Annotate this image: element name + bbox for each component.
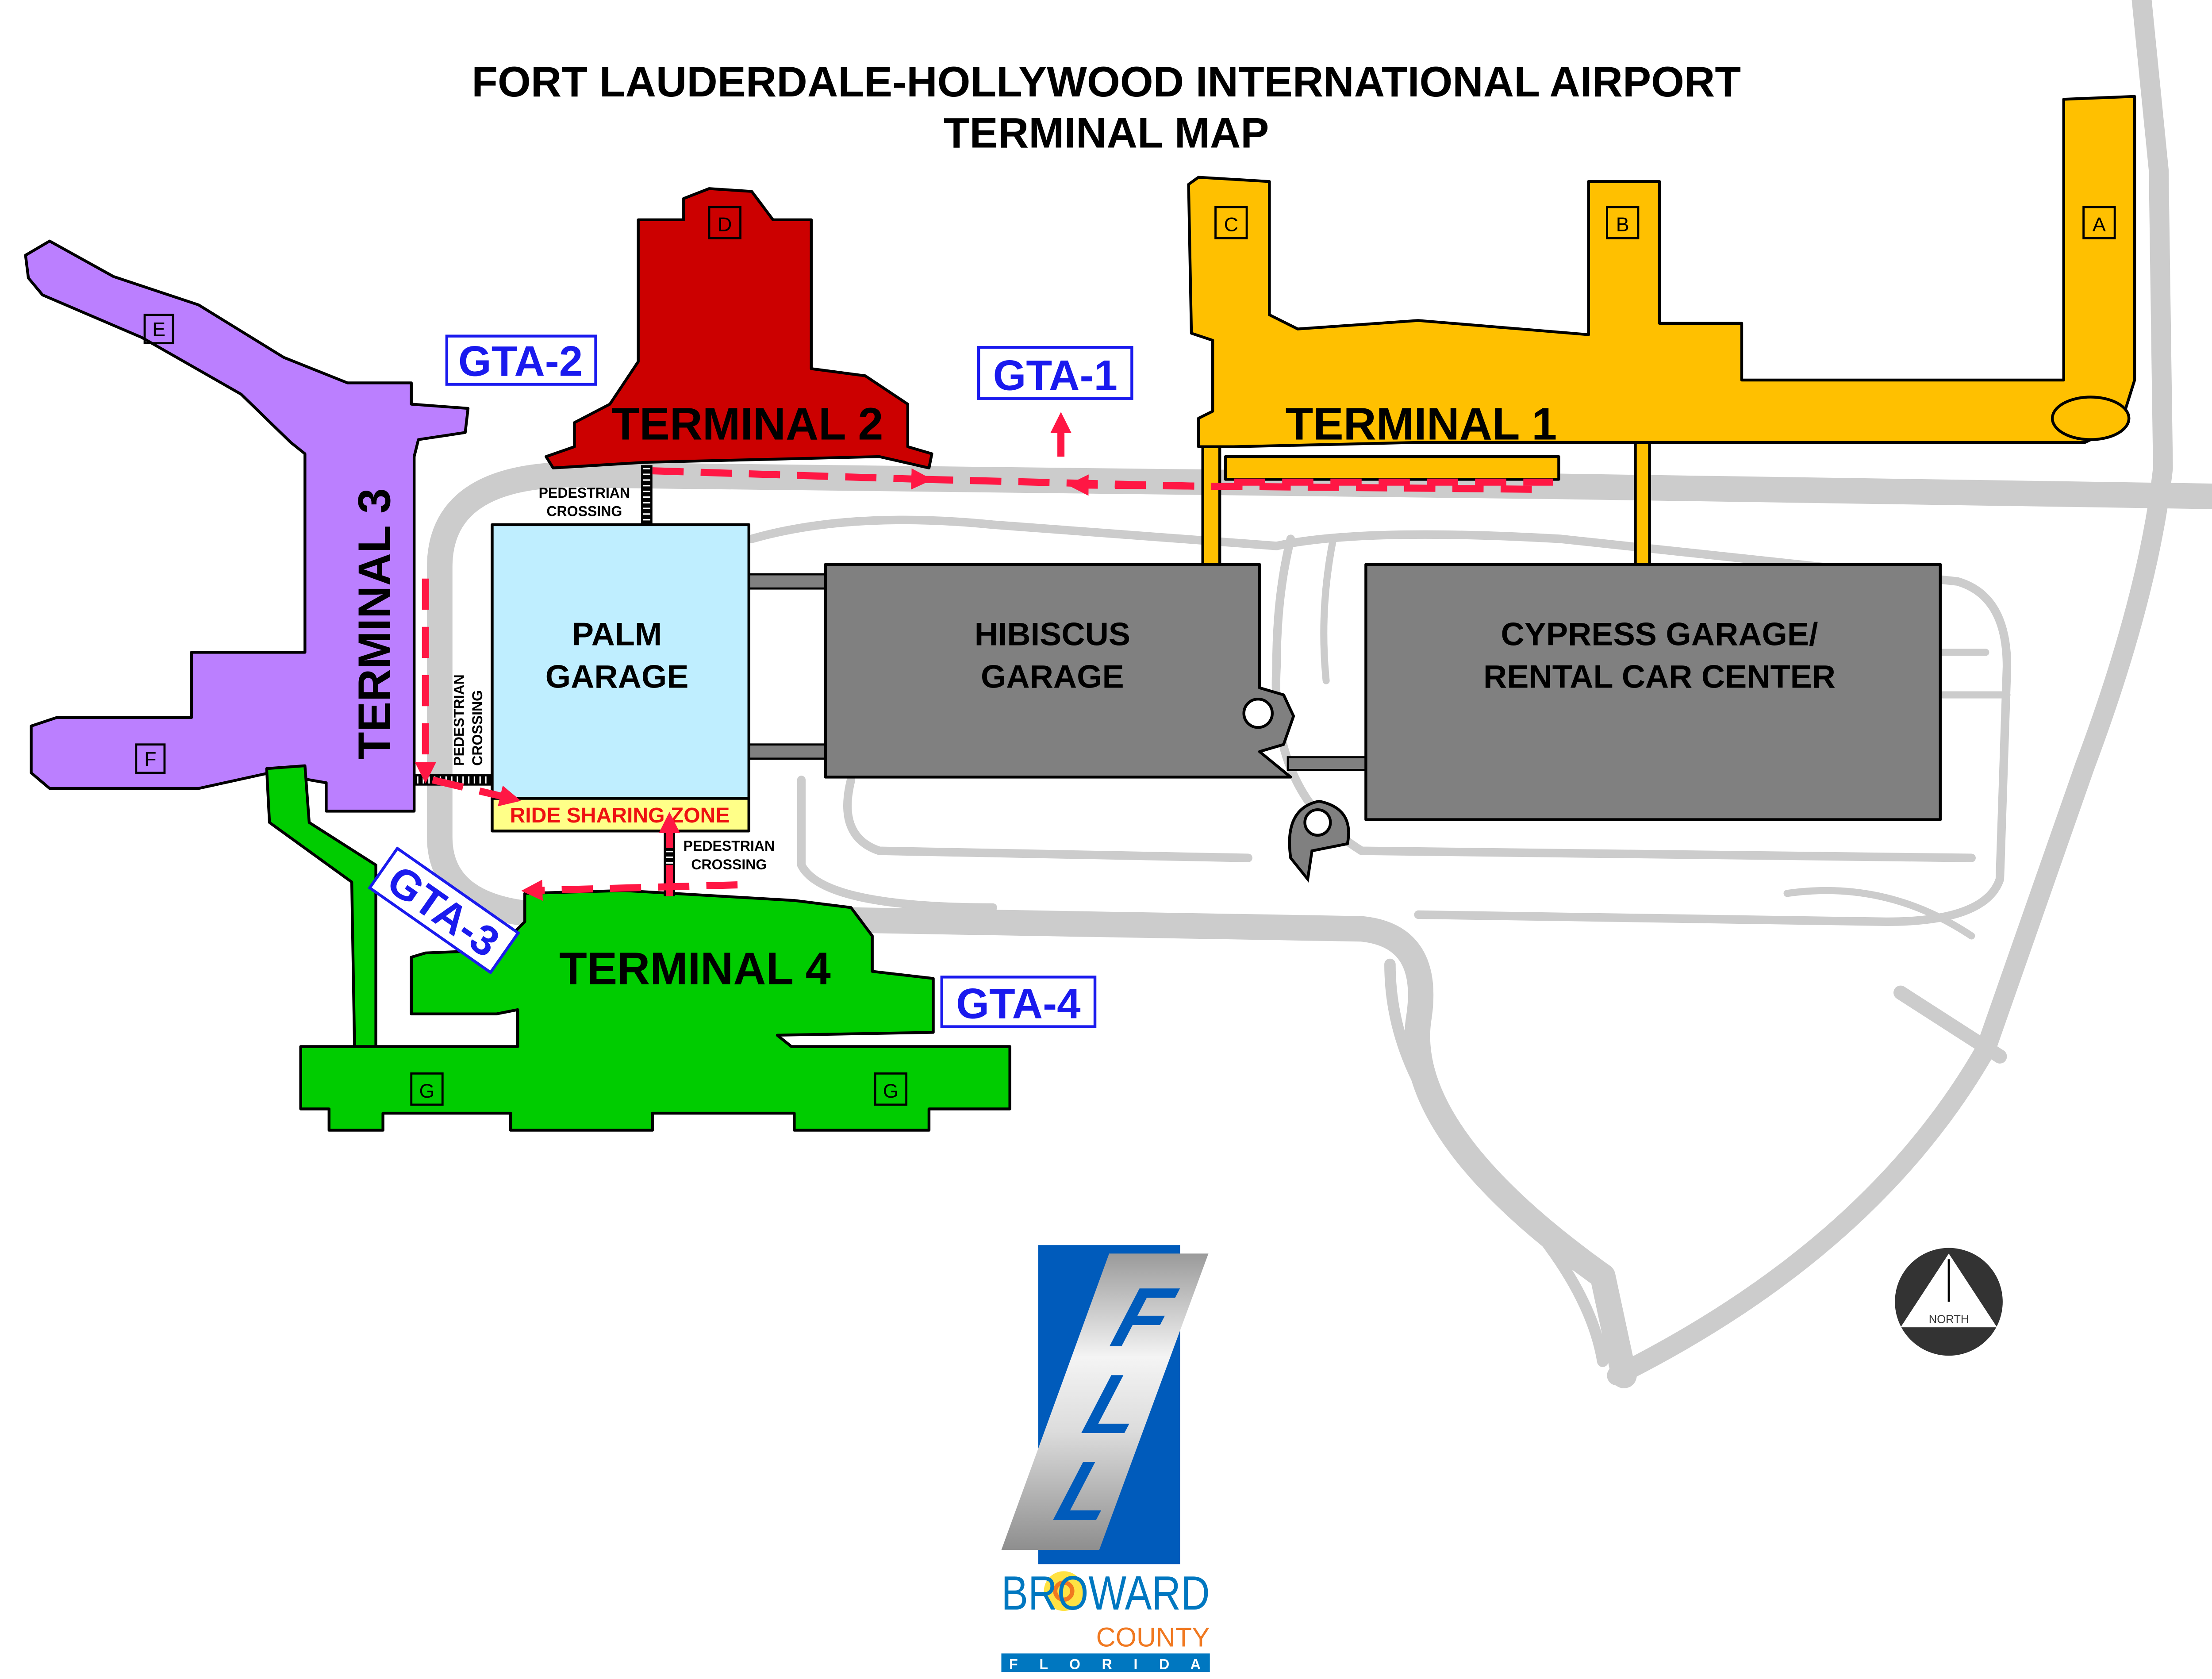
ped-crossing-north-label-1: PEDESTRIAN bbox=[539, 485, 630, 501]
gta-1-text: GTA-1 bbox=[993, 352, 1118, 399]
terminal-4-label: TERMINAL 4 bbox=[559, 943, 831, 994]
gta-2-text: GTA-2 bbox=[458, 338, 583, 385]
gta-4-label[interactable]: GTA-4 bbox=[940, 976, 1097, 1028]
gate-e[interactable]: E bbox=[143, 314, 174, 345]
gate-c[interactable]: C bbox=[1214, 206, 1248, 239]
walking-routes bbox=[415, 412, 1553, 901]
gate-e-label: E bbox=[152, 318, 165, 341]
map-title-line-2: TERMINAL MAP bbox=[944, 109, 1269, 157]
ped-crossing-north-label-2: CROSSING bbox=[546, 503, 622, 519]
gta-4-text: GTA-4 bbox=[956, 980, 1080, 1027]
hibiscus-garage-label-2: GARAGE bbox=[981, 658, 1124, 695]
gate-g-east-label: G bbox=[883, 1080, 899, 1102]
palm-garage[interactable]: PALM GARAGE bbox=[491, 523, 750, 800]
gta-1-label[interactable]: GTA-1 bbox=[977, 346, 1133, 400]
sun-icon bbox=[1044, 1571, 1084, 1611]
map-title-line-1: FORT LAUDERDALE-HOLLYWOOD INTERNATIONAL … bbox=[472, 58, 1741, 106]
county-logo-text: COUNTY bbox=[1096, 1622, 1210, 1652]
palm-garage-label-1: PALM bbox=[572, 615, 662, 652]
hibiscus-garage[interactable]: HIBISCUS GARAGE bbox=[824, 563, 1295, 779]
broward-logo-text: BROWARD bbox=[1001, 1566, 1210, 1620]
terminal-4[interactable]: TERMINAL 4 G G bbox=[265, 764, 1011, 1132]
skybridge bbox=[1286, 756, 1369, 771]
terminal-1-label: TERMINAL 1 bbox=[1286, 399, 1557, 450]
terminal-2-label: TERMINAL 2 bbox=[612, 399, 883, 450]
fll-logo: BROWARD COUNTY F L O R I D A bbox=[1001, 1245, 1210, 1672]
gate-a-label: A bbox=[2093, 213, 2106, 235]
hibiscus-garage-label-1: HIBISCUS bbox=[975, 615, 1130, 652]
road-network bbox=[427, 0, 2212, 1388]
gate-d[interactable]: D bbox=[708, 206, 741, 239]
ped-crossing-south-label-1: PEDESTRIAN bbox=[684, 838, 775, 854]
gate-b[interactable]: B bbox=[1606, 206, 1640, 239]
terminal-2[interactable]: TERMINAL 2 D bbox=[545, 187, 933, 469]
skybridge bbox=[748, 743, 828, 760]
ride-sharing-zone-label: RIDE SHARING ZONE bbox=[510, 803, 730, 827]
ride-sharing-zone[interactable]: RIDE SHARING ZONE bbox=[491, 797, 750, 833]
pedestrian-crossing-south[interactable]: PEDESTRIAN CROSSING bbox=[664, 831, 775, 896]
palm-garage-label-2: GARAGE bbox=[545, 658, 689, 695]
gate-g-east[interactable]: G bbox=[874, 1072, 908, 1106]
gate-g-west-label: G bbox=[419, 1080, 435, 1102]
pedestrian-crossing-north[interactable]: PEDESTRIAN CROSSING bbox=[539, 465, 653, 525]
cypress-garage-rental-car-center[interactable]: CYPRESS GARAGE/ RENTAL CAR CENTER bbox=[1288, 563, 1942, 883]
gate-c-label: C bbox=[1224, 213, 1238, 235]
ped-crossing-west-label-1: PEDESTRIAN bbox=[451, 674, 467, 766]
skybridge bbox=[748, 573, 828, 590]
gate-b-label: B bbox=[1616, 213, 1629, 235]
gta-2-label[interactable]: GTA-2 bbox=[445, 334, 597, 386]
gate-d-label: D bbox=[718, 213, 732, 235]
gate-a[interactable]: A bbox=[2082, 206, 2116, 239]
terminal-3-label: TERMINAL 3 bbox=[349, 488, 400, 760]
terminal-3[interactable]: TERMINAL 3 E F bbox=[24, 239, 470, 813]
gate-f-label: F bbox=[144, 748, 156, 770]
ped-crossing-south-label-2: CROSSING bbox=[691, 857, 767, 872]
terminal-1[interactable]: TERMINAL 1 A B C bbox=[1187, 95, 2136, 572]
gate-g-west[interactable]: G bbox=[410, 1072, 444, 1106]
gate-f[interactable]: F bbox=[135, 743, 166, 774]
cypress-garage-label-1: CYPRESS GARAGE/ bbox=[1501, 615, 1818, 652]
ped-crossing-west-label-2: CROSSING bbox=[469, 690, 485, 766]
north-label: NORTH bbox=[1929, 1313, 1969, 1326]
florida-logo-text: F L O R I D A bbox=[1009, 1656, 1201, 1672]
cypress-garage-label-2: RENTAL CAR CENTER bbox=[1483, 658, 1836, 695]
north-arrow-icon: NORTH bbox=[1895, 1248, 2003, 1356]
